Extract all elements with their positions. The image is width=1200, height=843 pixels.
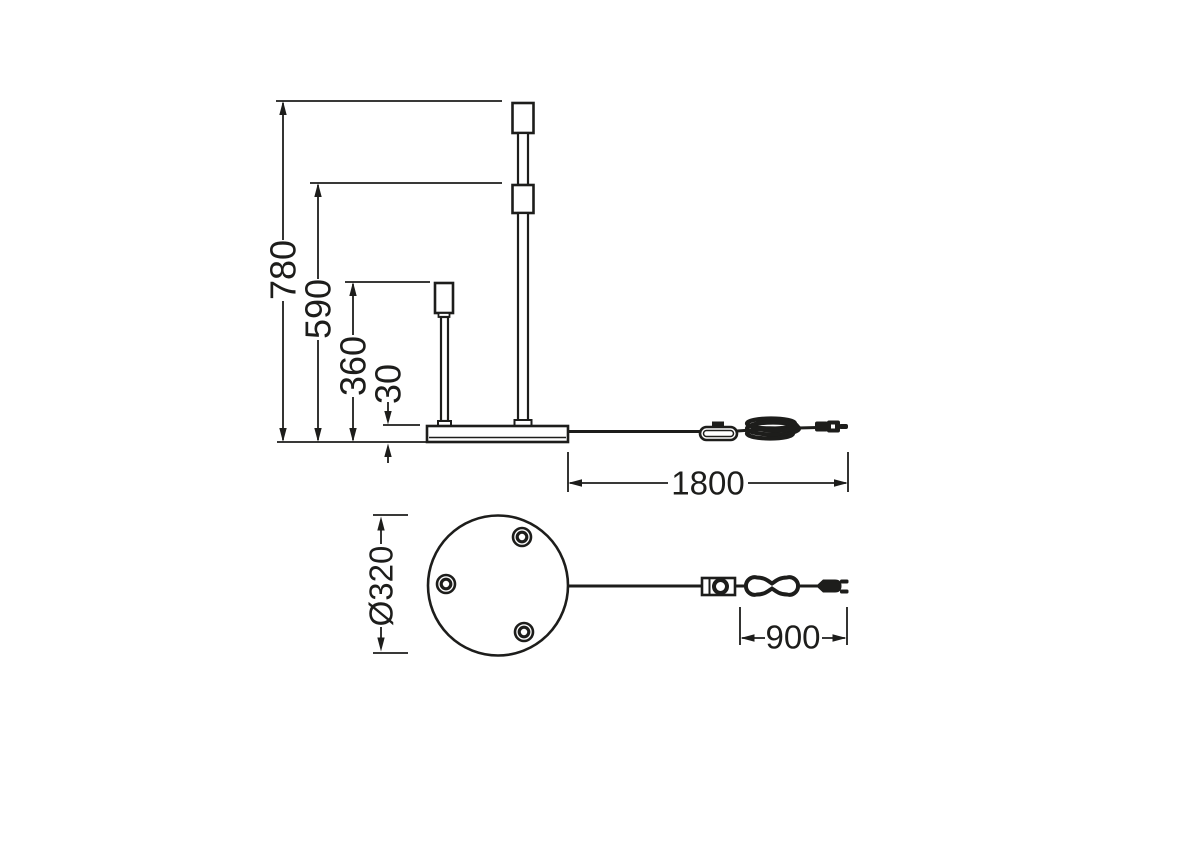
base-side <box>425 424 570 444</box>
arrowhead-up <box>279 101 287 115</box>
dim-diameter-320: Ø320 <box>363 514 408 654</box>
dim-label-360: 360 <box>333 336 374 396</box>
arrowhead-down <box>349 428 357 442</box>
foot-screw-left <box>435 573 457 595</box>
switch-body-inner <box>702 429 735 438</box>
arrowhead-down <box>384 411 392 425</box>
dimensions: 780 590 360 30 <box>263 100 849 656</box>
short-pole-stem <box>439 315 450 423</box>
switch-button <box>712 421 724 429</box>
arrowhead-down <box>314 428 322 442</box>
inline-switch-bottom <box>700 576 737 597</box>
power-cord-bottom <box>568 575 849 597</box>
cable-coil <box>744 416 802 441</box>
cable-loop <box>743 575 801 597</box>
switch-button-top-view <box>712 578 729 595</box>
arrowhead-right <box>834 479 848 487</box>
dim-360: 360 <box>333 281 430 442</box>
foot-screw-top <box>511 526 533 548</box>
tall-pole-mid-socket <box>511 183 535 215</box>
tall-pole-top-socket <box>511 101 535 135</box>
tall-pole-upper-stem <box>516 131 530 187</box>
short-pole-socket <box>433 281 455 315</box>
base-bar <box>425 424 570 444</box>
dim-900: 900 <box>739 607 848 656</box>
dim-1800: 1800 <box>567 452 849 502</box>
dim-label-diameter-320: Ø320 <box>363 546 400 627</box>
arrowhead-left <box>568 479 582 487</box>
plug-bottom <box>816 579 849 594</box>
dim-590: 590 <box>298 182 502 442</box>
power-cord-side <box>568 416 848 442</box>
side-view <box>425 101 848 444</box>
cord-segment <box>797 426 819 430</box>
arrowhead-up <box>314 183 322 197</box>
dim-label-900: 900 <box>765 619 820 656</box>
switch-body <box>698 425 739 442</box>
dim-label-1800: 1800 <box>671 465 744 502</box>
tall-pole <box>511 101 535 427</box>
arrowhead-right <box>832 634 847 642</box>
short-pole <box>433 281 455 427</box>
dim-label-780: 780 <box>263 240 304 300</box>
arrowhead-down <box>377 637 385 652</box>
tall-pole-lower-stem <box>516 211 530 425</box>
foot-screw-bottom <box>513 621 535 643</box>
arrowhead-up <box>349 282 357 296</box>
dim-label-590: 590 <box>298 279 339 339</box>
dim-label-30: 30 <box>368 364 409 404</box>
dim-780: 780 <box>263 100 502 443</box>
arrowhead-left <box>740 634 755 642</box>
plug-side <box>815 420 848 433</box>
dim-30: 30 <box>368 364 420 463</box>
arrowhead-up <box>384 443 392 457</box>
arrowhead-down <box>279 428 287 442</box>
bottom-view <box>426 514 849 657</box>
inline-switch-side <box>698 421 739 442</box>
arrowhead-up <box>377 516 385 531</box>
